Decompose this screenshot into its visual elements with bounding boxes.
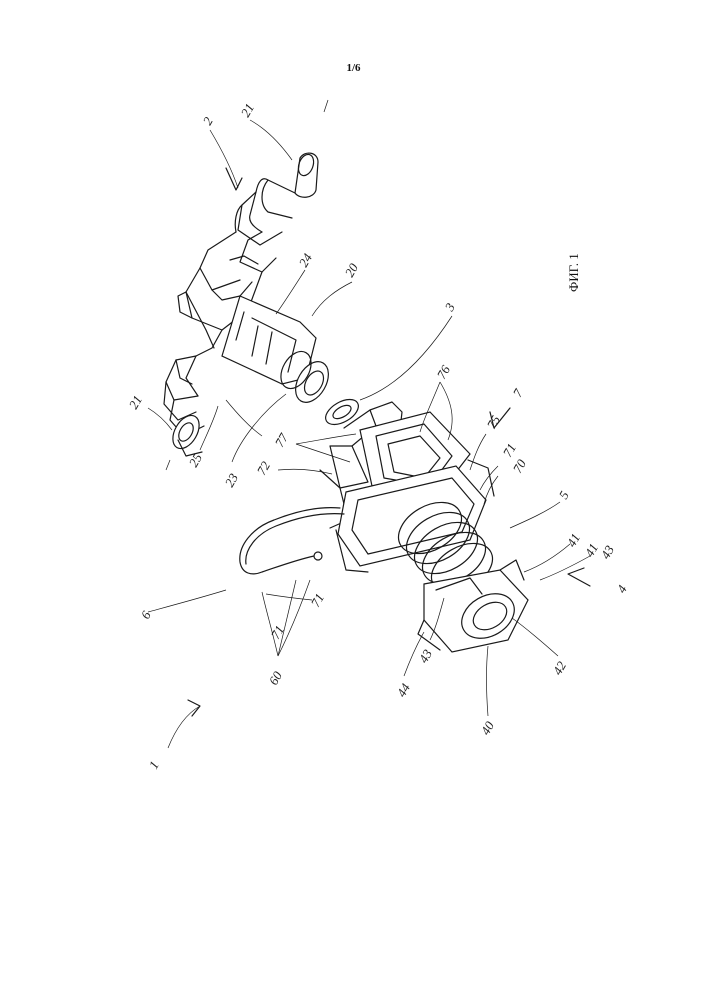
ref-77: 77 bbox=[272, 430, 292, 449]
ref-21-lower: 21 bbox=[126, 393, 145, 412]
seal-ring-3 bbox=[321, 394, 362, 429]
ref-24: 24 bbox=[296, 250, 316, 269]
ref-76: 76 bbox=[434, 362, 454, 381]
ref-5: 5 bbox=[556, 488, 572, 502]
ref-72: 72 bbox=[254, 458, 274, 477]
ref-41-lower: 41 bbox=[582, 541, 601, 560]
ref-2: 2 bbox=[200, 114, 216, 128]
ref-71-upper: 71 bbox=[500, 441, 519, 460]
ref-4: 4 bbox=[614, 582, 630, 596]
ref-43-left: 43 bbox=[416, 646, 436, 665]
ref-43-right: 43 bbox=[598, 542, 618, 561]
ref-71-lower: 71 bbox=[308, 591, 327, 610]
connector-assembly-2 bbox=[164, 100, 335, 470]
ref-3: 3 bbox=[441, 300, 458, 314]
ref-1: 1 bbox=[146, 758, 162, 771]
ref-23: 23 bbox=[222, 470, 242, 489]
ref-7: 7 bbox=[510, 386, 526, 400]
retaining-wire-6 bbox=[240, 508, 344, 574]
ref-44: 44 bbox=[394, 680, 414, 699]
ref-60: 60 bbox=[266, 668, 286, 687]
ref-42: 42 bbox=[550, 658, 570, 677]
ref-21-upper: 21 bbox=[238, 101, 257, 120]
ref-75: 75 bbox=[484, 412, 504, 431]
ref-25: 25 bbox=[186, 450, 206, 469]
ref-40: 40 bbox=[478, 718, 498, 737]
ref-6: 6 bbox=[138, 608, 154, 622]
ref-20: 20 bbox=[342, 260, 362, 279]
